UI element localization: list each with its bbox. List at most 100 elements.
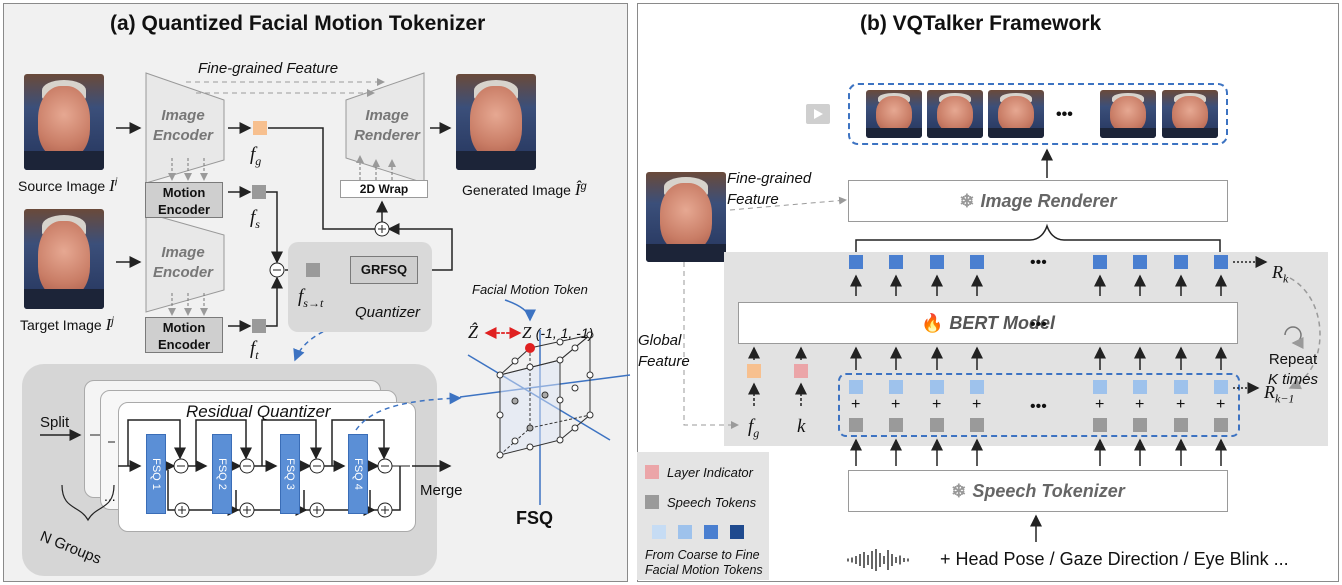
fsq-block-3: FSQ 3: [280, 434, 300, 514]
grfsq-box: GRFSQ: [350, 256, 418, 284]
legend-token-3: [704, 525, 718, 539]
panel-title-tokenizer: (a) Quantized Facial Motion Tokenizer: [110, 12, 486, 35]
ellipsis-row-bot: •••: [1030, 398, 1047, 415]
fine-grained-feature-label: Fine-grained Feature: [198, 60, 339, 77]
input-signals-label: + Head Pose / Gaze Direction / Eye Blink…: [940, 549, 1289, 569]
ellipsis-row-top: •••: [1030, 254, 1047, 271]
coarse-token: [930, 380, 944, 394]
fs-label: fs: [250, 207, 260, 231]
speech-token: [930, 418, 944, 432]
legend-speech-tokens-swatch: [645, 495, 659, 509]
bert-model-box: 🔥BERT Model: [738, 302, 1238, 344]
z-hat-label: Ẑ: [468, 322, 479, 342]
output-token: [970, 255, 984, 269]
output-frame-4: [1100, 90, 1156, 138]
output-frame-5: [1162, 90, 1218, 138]
fsq-label: FSQ: [516, 508, 554, 528]
ft-token: [252, 319, 266, 333]
legend-speech-tokens: Speech Tokens: [667, 495, 757, 510]
z-label: Z (-1, 1, -1): [522, 323, 594, 342]
fg-token: [747, 364, 761, 378]
fst-token-box: [306, 263, 320, 277]
output-token: [1214, 255, 1228, 269]
merge-label: Merge: [420, 482, 463, 499]
output-frames: [848, 83, 1228, 145]
transformer-area: [724, 252, 1328, 446]
plus-sign: +: [1216, 396, 1226, 413]
quantizer-label: Quantizer: [355, 304, 421, 321]
video-icon: [806, 104, 830, 124]
target-image-label: Target Image Ij: [20, 315, 114, 334]
output-token: [1093, 255, 1107, 269]
ellipsis-row-mid: •••: [1030, 316, 1047, 333]
output-token: [1174, 255, 1188, 269]
facial-motion-token-label: Facial Motion Token: [472, 282, 588, 297]
output-frame-1: [866, 90, 922, 138]
rk-label: Rk: [1272, 262, 1289, 286]
legend-layer-indicator-swatch: [645, 465, 659, 479]
fs-token: [252, 185, 266, 199]
output-frames-dots: •••: [1056, 106, 1073, 123]
fg-token: [253, 121, 267, 135]
snowflake-icon: ❄: [959, 191, 975, 211]
speech-token: [889, 418, 903, 432]
snowflake-icon-2: ❄: [951, 481, 967, 501]
source-image: [24, 74, 104, 170]
coarse-token: [889, 380, 903, 394]
output-frame-2: [927, 90, 983, 138]
coarse-token: [849, 380, 863, 394]
k-label: k: [797, 416, 806, 437]
wrap-box: 2D Wrap: [340, 180, 428, 198]
image-renderer-box: ❄Image Renderer: [848, 180, 1228, 222]
fg-right-label: fg: [748, 416, 760, 440]
fsq-block-2: FSQ 2: [212, 434, 232, 514]
panel-title-framework: (b) VQTalker Framework: [860, 12, 1102, 35]
output-token: [930, 255, 944, 269]
plus-sign: +: [1135, 396, 1145, 413]
coarse-token: [1133, 380, 1147, 394]
input-face-image: [646, 172, 726, 262]
fsq-block-4: FSQ 4: [348, 434, 368, 514]
legend-token-4: [730, 525, 744, 539]
speech-token: [1214, 418, 1228, 432]
split-label: Split: [40, 414, 70, 431]
plus-sign: +: [972, 396, 982, 413]
coarse-token: [1093, 380, 1107, 394]
legend-token-1: [652, 525, 666, 539]
plus-sign: +: [851, 396, 861, 413]
fsq-block-1: FSQ 1: [146, 434, 166, 514]
plus-sign: +: [1095, 396, 1105, 413]
plus-sign: +: [1176, 396, 1186, 413]
plus-sign: +: [891, 396, 901, 413]
source-image-label: Source Image Ii: [18, 176, 118, 195]
speech-tokenizer-box: ❄Speech Tokenizer: [848, 470, 1228, 512]
output-token: [849, 255, 863, 269]
legend-box: [637, 452, 769, 580]
fg-label: fg: [250, 144, 262, 168]
output-token: [889, 255, 903, 269]
speech-token: [849, 418, 863, 432]
speech-token: [1133, 418, 1147, 432]
residual-quantizer-label: Residual Quantizer: [186, 402, 331, 421]
ft-label: ft: [250, 338, 259, 362]
target-image: [24, 209, 104, 309]
speech-token: [1093, 418, 1107, 432]
plus-sign: +: [932, 396, 942, 413]
input-token-group: [838, 373, 1240, 437]
output-token: [1133, 255, 1147, 269]
rk1-label: Rk−1: [1264, 382, 1295, 406]
speech-token: [970, 418, 984, 432]
legend-token-2: [678, 525, 692, 539]
coarse-token: [1214, 380, 1228, 394]
legend-layer-indicator: Layer Indicator: [667, 465, 753, 480]
group-ellipsis: ...: [104, 488, 116, 504]
